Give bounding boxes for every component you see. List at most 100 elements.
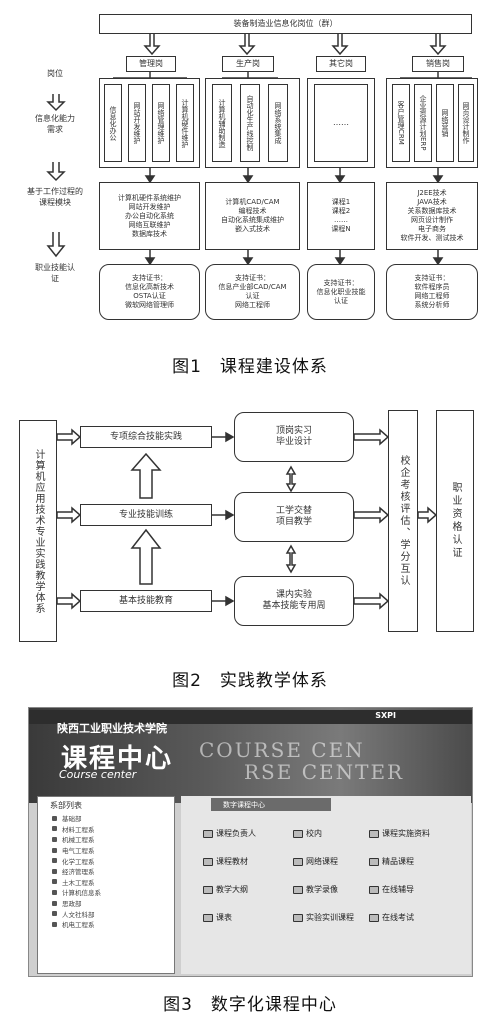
bullet-icon bbox=[52, 826, 57, 832]
book-icon bbox=[369, 913, 379, 922]
fig3-caption: 图3 数字化课程中心 bbox=[163, 995, 337, 1015]
fig1-sub-2-0: …… bbox=[314, 84, 368, 162]
fig3-bg-text-2: RSE CENTER bbox=[244, 760, 405, 784]
fig1-cat-management: 管理岗 bbox=[126, 56, 176, 72]
fig3-school-name: 陕西工业职业技术学院 bbox=[57, 722, 167, 735]
fig1-cat-production: 生产岗 bbox=[222, 56, 274, 72]
fig3-grid-link[interactable]: 课程负责人 bbox=[203, 828, 256, 839]
fig3-sidebar-title: 系部列表 bbox=[50, 801, 82, 810]
fig3-sidebar-item[interactable]: 思政部 bbox=[38, 898, 174, 909]
bullet-icon bbox=[52, 868, 57, 874]
fig3-sidebar-item[interactable]: 化学工程系 bbox=[38, 855, 174, 866]
fig3-sidebar-item[interactable]: 基础部 bbox=[38, 813, 174, 824]
fig1-col1-frame bbox=[205, 78, 300, 168]
fig2-mid-box-1: 专业技能训练 bbox=[80, 504, 212, 526]
fig2-right-box-2: 课内实验 基本技能专用周 bbox=[234, 576, 354, 626]
fig3-grid-link[interactable]: 课程实施资料 bbox=[369, 828, 430, 839]
fig1-sub-3-3: 网页设计制作 bbox=[458, 84, 474, 162]
fig2-cert-label: 职业资格认证 bbox=[450, 482, 461, 560]
book-icon bbox=[369, 857, 379, 866]
fig1-col2-frame bbox=[307, 78, 375, 168]
bullet-icon bbox=[52, 858, 57, 864]
fig3-grid-link[interactable]: 课表 bbox=[203, 912, 232, 923]
fig2-left-label-box: 计算机应用技术专业实践教学体系 bbox=[19, 420, 57, 642]
fig1-sub-0-0: 信息化办公 bbox=[104, 84, 122, 162]
bullet-icon bbox=[52, 847, 57, 853]
fig3-sidebar-item[interactable]: 机械工程系 bbox=[38, 834, 174, 845]
fig1-cert-1: 支持证书： 信息产业部CAD/CAM 认证 网络工程师 bbox=[205, 264, 300, 320]
book-icon bbox=[203, 913, 213, 922]
fig1-cat-sales: 销售岗 bbox=[412, 56, 464, 72]
fig3-bg-text-1: COURSE CEN bbox=[199, 738, 365, 762]
fig3-grid-link[interactable]: 在线考试 bbox=[369, 912, 414, 923]
fig1-sub-1-2: 网络系统集成 bbox=[268, 84, 288, 162]
fig1-col3-frame bbox=[386, 78, 478, 168]
fig1-sub-0-1: 网站开发维护 bbox=[128, 84, 146, 162]
fig3-sidebar: 系部列表 基础部 材料工程系 机械工程系 电气工程系 化学工程系 经济管理系 土… bbox=[37, 796, 175, 974]
fig3-sidebar-item[interactable]: 土木工程系 bbox=[38, 877, 174, 888]
fig1-label-cert: 职业技能认证 bbox=[35, 263, 75, 283]
fig1-cert-2: 支持证书： 信息化职业技能 认证 bbox=[307, 264, 375, 320]
fig2-mid-box-2: 基本技能教育 bbox=[80, 590, 212, 612]
book-icon bbox=[293, 829, 303, 838]
bullet-icon bbox=[52, 900, 57, 906]
book-icon bbox=[203, 885, 213, 894]
fig3-sidebar-item[interactable]: 机电工程系 bbox=[38, 919, 174, 930]
fig3-logo: 课程中心 bbox=[61, 744, 174, 774]
fig3-grid-link[interactable]: 教学大纲 bbox=[203, 884, 248, 895]
bullet-icon bbox=[52, 911, 57, 917]
bullet-icon bbox=[52, 889, 57, 895]
fig1-sub-1-0: 计算机辅助制造 bbox=[212, 84, 232, 162]
fig1-label-position: 岗位 bbox=[47, 69, 63, 78]
fig2-right-box-0: 顶岗实习 毕业设计 bbox=[234, 412, 354, 462]
fig1-label-modules: 基于工作过程的课程模块 bbox=[27, 187, 83, 207]
fig2-right-box-1: 工学交替 项目教学 bbox=[234, 492, 354, 542]
fig2-left-label: 计算机应用技术专业实践教学体系 bbox=[33, 448, 44, 614]
fig1-cat-other: 其它岗 bbox=[316, 56, 366, 72]
fig3-sidebar-item[interactable]: 材料工程系 bbox=[38, 824, 174, 835]
fig1-top-title: 装备制造业信息化岗位（群） bbox=[99, 14, 472, 34]
bullet-icon bbox=[52, 815, 57, 821]
fig2-eval-box: 校企考核评估、学分互认 bbox=[388, 410, 418, 632]
book-icon bbox=[369, 885, 379, 894]
book-icon bbox=[293, 857, 303, 866]
fig2-eval-label: 校企考核评估、学分互认 bbox=[398, 455, 409, 587]
fig3-grid-link[interactable]: 教学录像 bbox=[293, 884, 338, 895]
fig1-col0-frame bbox=[99, 78, 200, 168]
fig1-sub-3-2: 网络营销 bbox=[436, 84, 454, 162]
fig2-caption: 图2 实践教学体系 bbox=[172, 671, 328, 691]
book-icon bbox=[203, 857, 213, 866]
fig3-main-panel: 数字课程中心 课程负责人 校内 课程实施资料 课程教材 网络课程 精品课程 教学… bbox=[181, 796, 471, 974]
fig3-sidebar-item[interactable]: 电气工程系 bbox=[38, 845, 174, 856]
fig3-grid-link[interactable]: 校内 bbox=[293, 828, 322, 839]
fig1-label-capability: 信息化能力需求 bbox=[35, 114, 75, 134]
fig2-cert-box: 职业资格认证 bbox=[436, 410, 474, 632]
fig3-sidebar-item[interactable]: 人文社科部 bbox=[38, 908, 174, 919]
fig3-grid-link[interactable]: 网络课程 bbox=[293, 856, 338, 867]
fig3-grid-link[interactable]: 课程教材 bbox=[203, 856, 248, 867]
fig3-grid-link[interactable]: 实验实训课程 bbox=[293, 912, 354, 923]
figure-3-screenshot: SXPI 陕西工业职业技术学院 课程中心 Course center COURS… bbox=[28, 707, 473, 977]
fig1-cert-0: 支持证书： 信息化高新技术 OSTA认证 微软网络管理师 bbox=[99, 264, 200, 320]
fig3-main-title: 数字课程中心 bbox=[211, 798, 331, 811]
fig1-module-2: 课程1 课程2 …… 课程N bbox=[307, 182, 375, 250]
bullet-icon bbox=[52, 921, 57, 927]
fig3-logo-en: Course center bbox=[59, 768, 137, 781]
fig1-module-1: 计算机CAD/CAM 编程技术 自动化系统集成维护 嵌入式技术 bbox=[205, 182, 300, 250]
fig3-top-bar bbox=[29, 710, 472, 724]
fig1-sub-3-0: 客户管理CRM bbox=[392, 84, 410, 162]
book-icon bbox=[369, 829, 379, 838]
fig1-module-3: J2EE技术 JAVA技术 关系数据库技术 网页设计制作 电子商务 软件开发、测… bbox=[386, 182, 478, 250]
book-icon bbox=[293, 885, 303, 894]
fig3-sidebar-item[interactable]: 计算机信息系 bbox=[38, 887, 174, 898]
fig3-sidebar-item[interactable]: 经济管理系 bbox=[38, 866, 174, 877]
fig3-grid-link[interactable]: 在线辅导 bbox=[369, 884, 414, 895]
fig1-sub-3-1: 企业资源计划ERP bbox=[414, 84, 432, 162]
fig1-cert-3: 支持证书： 软件程序员 网络工程师 系统分析师 bbox=[386, 264, 478, 320]
fig3-grid-link[interactable]: 精品课程 bbox=[369, 856, 414, 867]
fig1-caption: 图1 课程建设体系 bbox=[172, 357, 328, 377]
fig1-sub-0-2: 网络管理维护 bbox=[152, 84, 170, 162]
bullet-icon bbox=[52, 836, 57, 842]
